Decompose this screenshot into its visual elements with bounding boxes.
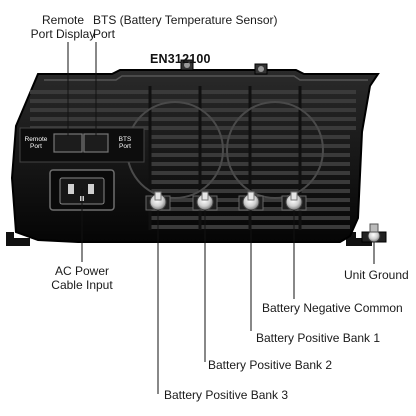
vent-slot — [30, 99, 356, 103]
panel-label-bts-port: BTS Port — [110, 136, 140, 150]
top-stud-right — [254, 63, 268, 75]
panel-label-bts-line1: BTS — [118, 136, 132, 143]
callout-unit-ground: Unit Ground — [344, 268, 409, 282]
top-stud-left — [180, 59, 194, 71]
terminal-bank-1 — [238, 191, 264, 211]
callout-remote-line2: Port Display — [30, 27, 96, 41]
ac-inlet-pin-left — [68, 184, 74, 194]
callout-battery-positive-bank-1: Battery Positive Bank 1 — [256, 331, 381, 345]
panel-label-remote-port: Remote Port — [20, 136, 52, 150]
vent-slot — [30, 108, 356, 112]
bts-port — [83, 133, 109, 153]
panel-label-remote-line1: Remote — [24, 136, 48, 143]
callout-ac-line1: AC Power — [54, 264, 110, 278]
callout-battery-positive-bank-3: Battery Positive Bank 3 — [164, 388, 289, 402]
vent-slot — [30, 90, 356, 94]
panel-label-remote-line2: Port — [30, 143, 42, 150]
vent-slot — [30, 126, 356, 130]
callout-bts-port: BTS (Battery Temperature Sensor) Port — [93, 13, 278, 41]
fan-ring — [226, 101, 324, 199]
vent-slot — [30, 117, 356, 121]
callout-bts-line1: BTS (Battery Temperature Sensor) — [93, 13, 278, 27]
port-divider — [82, 134, 84, 152]
callout-battery-negative-common: Battery Negative Common — [262, 301, 403, 315]
callout-ac-power-cable-input: AC Power Cable Input — [42, 264, 122, 292]
terminal-bank-3 — [145, 191, 171, 211]
callout-ac-line2: Cable Input — [51, 278, 113, 292]
panel-label-bts-line2: Port — [119, 143, 131, 150]
unit-ground-lug — [361, 223, 387, 243]
left-mounting-foot — [6, 232, 30, 246]
ac-inlet-pin-right — [88, 184, 94, 194]
callout-battery-positive-bank-2: Battery Positive Bank 2 — [208, 358, 333, 372]
remote-port — [53, 133, 83, 153]
housing-top-rim — [44, 75, 368, 81]
callout-remote-line1: Remote — [41, 13, 85, 27]
dc-terminals — [145, 191, 307, 211]
callout-bts-line2: Port — [93, 27, 116, 41]
terminal-negative-common — [281, 191, 307, 211]
model-number: EN312100 — [150, 52, 211, 66]
callout-remote-port-display: Remote Port Display — [20, 13, 106, 41]
